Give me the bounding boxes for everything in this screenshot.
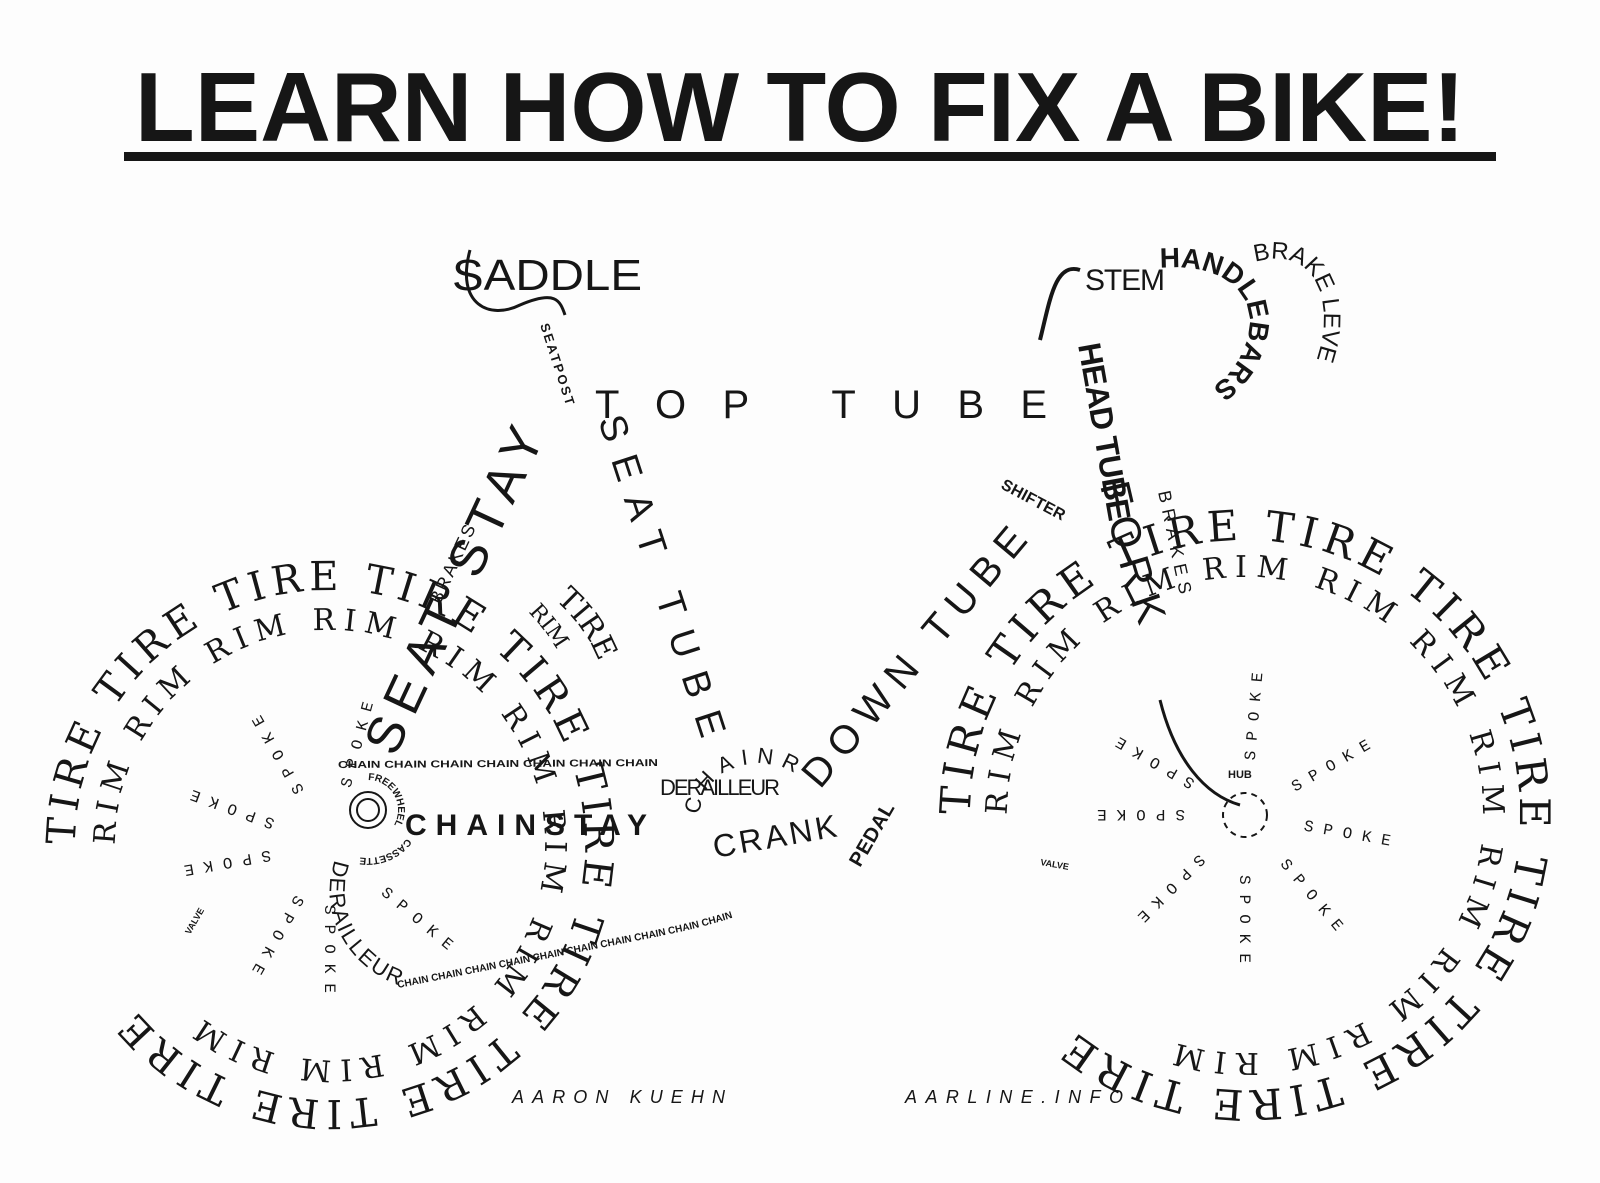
saddle-curve-stroke xyxy=(464,249,567,316)
cockpit-group: STEM HANDLEBARS BRAKE LEVER xyxy=(0,0,1345,407)
rear-tire-ring: TIRE TIRE TIRE TIRE TIRE TIRE TIRE TIRE … xyxy=(39,554,622,1136)
stem-label: STEM xyxy=(1085,264,1165,297)
chain-top-label: CHAIN CHAIN CHAIN CHAIN CHAIN CHAIN CHAI… xyxy=(338,758,658,771)
brake-lever-text: BRAKE LEVER xyxy=(0,0,1345,366)
rear-spoke-4: SPOKE xyxy=(173,846,273,881)
artist-credit: AARON KUEHN xyxy=(511,1087,727,1107)
front-wheel: TIRE TIRE TIRE TIRE TIRE TIRE TIRE TIRE … xyxy=(931,500,1559,1129)
front-spoke-5: SPOKE xyxy=(1235,875,1253,973)
rear-spokes: SPOKE SPOKE SPOKE SPOKE SPOKE SPOKE SPOK… xyxy=(173,690,464,1003)
rear-wheel: TIRE TIRE TIRE TIRE TIRE TIRE TIRE TIRE … xyxy=(39,554,622,1136)
top-tube-label: TOP TUBE xyxy=(595,383,1055,427)
seat-tube-label: SEAT TUBE xyxy=(589,410,734,746)
rear-valve-label: VALVE xyxy=(183,906,206,936)
brake-lever-label: BRAKE LEVER xyxy=(0,0,1345,366)
rear-spoke-3: SPOKE xyxy=(179,782,277,832)
front-rim-ring-text: RIM RIM RIM RIM RIM RIM RIM RIM RIM RIM … xyxy=(980,550,1502,1080)
chainstay-label: CHAINSTAY xyxy=(405,809,650,842)
front-spoke-3: SPOKE xyxy=(1302,818,1402,853)
stem-curve-stroke xyxy=(1038,266,1081,341)
cog-outer xyxy=(349,791,387,829)
rear-spoke-2: SPOKE xyxy=(244,703,309,797)
crank-label: CRANK xyxy=(710,808,839,865)
front-spoke-4: SPOKE xyxy=(1276,856,1353,943)
front-spoke-2: SPOKE xyxy=(1289,732,1383,797)
pedal-label: PEDAL xyxy=(845,799,899,871)
rear-rim-ring-text: RIM RIM RIM RIM RIM RIM RIM RIM RIM RIM … xyxy=(88,603,565,1088)
fork-dropout-stroke xyxy=(1158,699,1241,807)
front-valve-label: VALVE xyxy=(1040,857,1070,872)
rear-spoke-7: SPOKE xyxy=(377,884,464,961)
headline: LEARN HOW TO FIX A BIKE! xyxy=(134,52,1466,162)
website-credit: AARLINE.INFO xyxy=(904,1087,1125,1107)
front-hub-ring xyxy=(1222,792,1268,838)
cog-inner xyxy=(356,798,380,822)
front-derailleur-label: DERAILLEUR xyxy=(660,775,780,800)
chain-top-text: CHAIN CHAIN CHAIN CHAIN CHAIN CHAIN CHAI… xyxy=(338,758,658,771)
front-hub-label: HUB xyxy=(1228,769,1252,781)
front-spoke-7: SPOKE xyxy=(1087,805,1185,823)
front-spokes: SPOKE SPOKE SPOKE SPOKE SPOKE SPOKE SPOK… xyxy=(1087,662,1402,973)
front-tire-ring: TIRE TIRE TIRE TIRE TIRE TIRE TIRE TIRE … xyxy=(931,500,1559,1129)
shifter-label: SHIFTER xyxy=(998,477,1068,525)
front-tire-ring-text: TIRE TIRE TIRE TIRE TIRE TIRE TIRE TIRE … xyxy=(931,500,1553,1129)
front-spoke-6: SPOKE xyxy=(1126,850,1208,932)
rear-spoke-6: SPOKE xyxy=(320,905,338,1003)
seatpost-label: SEATPOST xyxy=(537,321,578,407)
rear-rim-ring: RIM RIM RIM RIM RIM RIM RIM RIM RIM RIM … xyxy=(88,603,573,1088)
rear-spoke-5: SPOKE xyxy=(242,892,307,986)
saddle-label: SADDLE xyxy=(452,251,642,300)
front-rim-ring: RIM RIM RIM RIM RIM RIM RIM RIM RIM RIM … xyxy=(980,550,1511,1080)
drivetrain: CHAIN CHAIN CHAIN CHAIN CHAIN CHAIN CHAI… xyxy=(0,0,899,991)
front-spoke-1: SPOKE xyxy=(1242,662,1268,761)
rear-tire-ring-text: TIRE TIRE TIRE TIRE TIRE TIRE TIRE TIRE … xyxy=(39,554,616,1136)
headline-underline xyxy=(124,152,1496,161)
